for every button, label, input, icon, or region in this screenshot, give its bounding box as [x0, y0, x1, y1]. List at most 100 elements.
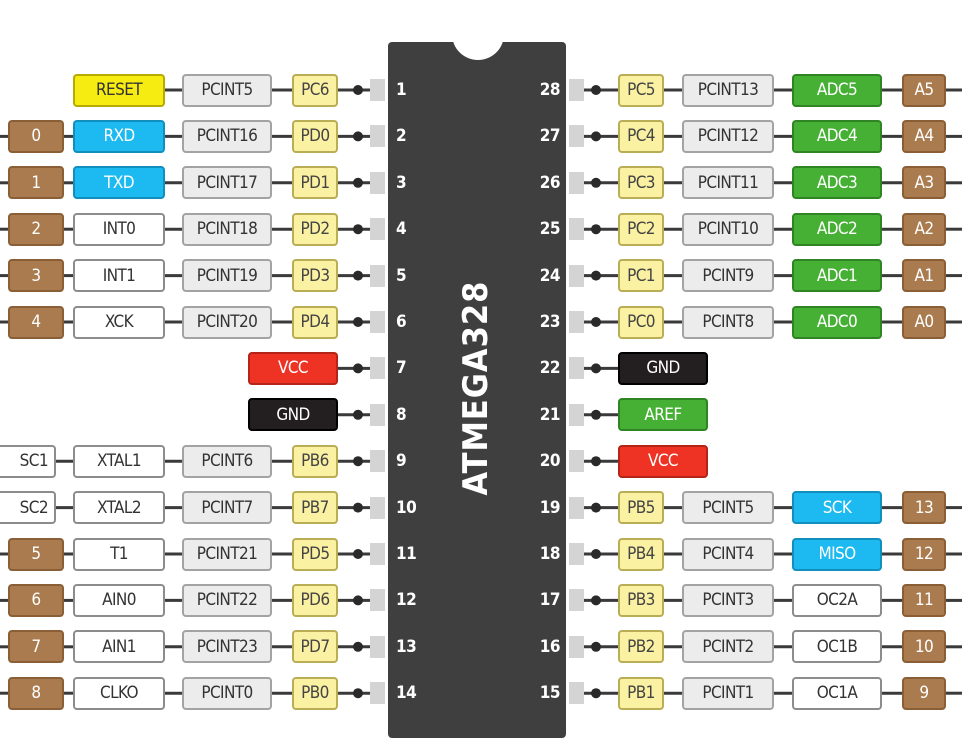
pin-number: 20	[539, 451, 561, 472]
pin-label-pb6: PB6	[292, 444, 338, 478]
pin-label-xck: XCK	[73, 305, 165, 339]
pin-pad	[569, 218, 584, 241]
pin-number: 3	[396, 172, 407, 193]
pin-number: 26	[539, 172, 561, 193]
pin-label-pd5: PD5	[292, 537, 338, 571]
pin-number: 7	[396, 358, 407, 379]
pin-pad	[370, 496, 385, 519]
pin-label-pb5: PB5	[618, 491, 664, 525]
pin-label-6: 6	[8, 583, 64, 617]
pin-label-pcint23: PCINT23	[182, 630, 272, 664]
pin-pad	[569, 403, 584, 426]
pin-label-pcint5: PCINT5	[182, 73, 272, 107]
pin-pad	[569, 357, 584, 380]
pin-label-vcc: VCC	[618, 444, 708, 478]
pin-label-a4: A4	[902, 119, 946, 153]
pin-number: 25	[539, 219, 561, 240]
pin-label-pcint22: PCINT22	[182, 583, 272, 617]
pin-label-a0: A0	[902, 305, 946, 339]
pin-pad	[569, 450, 584, 473]
pin-pad	[370, 682, 385, 705]
connector-dot	[353, 224, 363, 235]
pin-label-adc5: ADC5	[792, 73, 882, 107]
connector-dot	[591, 270, 601, 281]
chip-name: ATMEGA328	[456, 280, 496, 496]
pin-label-pc2: PC2	[618, 212, 664, 246]
pin-label-0: 0	[8, 119, 64, 153]
connector-dot	[591, 595, 601, 606]
pin-number: 18	[539, 544, 561, 564]
pin-number: 2	[396, 126, 407, 147]
pin-number: 9	[396, 451, 407, 472]
pin-label-adc1: ADC1	[792, 259, 882, 293]
pin-label-pd4: PD4	[292, 305, 338, 339]
pin-label-2: 2	[8, 212, 64, 246]
pin-number: 1	[396, 80, 407, 100]
connector-dot	[353, 177, 363, 188]
pin-label-clko: CLKO	[73, 676, 165, 710]
pin-label-gnd: GND	[618, 351, 708, 385]
connector-dot	[353, 688, 363, 699]
pin-label-3: 3	[8, 259, 64, 293]
pin-label-pcint0: PCINT0	[182, 676, 272, 710]
pin-number: 27	[539, 126, 561, 147]
pin-label-pcint6: PCINT6	[182, 444, 272, 478]
pin-pad	[370, 589, 385, 612]
pin-pad	[370, 125, 385, 148]
pin-number: 23	[539, 312, 561, 332]
pin-label-pd0: PD0	[292, 119, 338, 153]
pin-label-xtal2: XTAL2	[73, 491, 165, 525]
pin-label-rxd: RXD	[73, 119, 165, 153]
pin-number: 21	[539, 404, 561, 425]
connector-dot	[353, 641, 363, 652]
pin-label-adc0: ADC0	[792, 305, 882, 339]
pin-label-aref: AREF	[618, 398, 708, 432]
pin-label-pc0: PC0	[618, 305, 664, 339]
pin-label-pcint9: PCINT9	[682, 259, 774, 293]
pin-pad	[569, 311, 584, 333]
pin-pad	[370, 264, 385, 287]
pin-pad	[370, 311, 385, 333]
pin-label-adc4: ADC4	[792, 119, 882, 153]
pin-label-pcint1: PCINT1	[682, 676, 774, 710]
pin-label-pcint17: PCINT17	[182, 166, 272, 200]
pin-label-10: 10	[902, 630, 946, 664]
connector-dot	[353, 456, 363, 467]
pin-label-vcc: VCC	[248, 351, 338, 385]
pin-label-pd2: PD2	[292, 212, 338, 246]
pin-label-pcint12: PCINT12	[682, 119, 774, 153]
pin-pad	[370, 543, 385, 565]
pin-number: 15	[539, 683, 561, 704]
connector-dot	[591, 641, 601, 652]
connector-dot	[353, 85, 363, 95]
pin-label-pcint5: PCINT5	[682, 491, 774, 525]
pin-pad	[370, 357, 385, 380]
pin-number: 11	[396, 544, 417, 564]
pin-pad	[370, 450, 385, 473]
pin-pad	[569, 635, 584, 658]
pin-label-pcint21: PCINT21	[182, 537, 272, 571]
pin-number: 17	[539, 590, 561, 611]
connector-dot	[591, 409, 601, 420]
connector-dot	[591, 85, 601, 95]
pin-number: 19	[539, 497, 561, 518]
pin-label-a3: A3	[902, 166, 946, 200]
pin-label-pb0: PB0	[292, 676, 338, 710]
pin-label-oc1b: OC1B	[792, 630, 882, 664]
connector-dot	[353, 363, 363, 374]
pin-number: 13	[396, 636, 417, 657]
pin-label-ain1: AIN1	[73, 630, 165, 664]
pin-label-5: 5	[8, 537, 64, 571]
pin-label-adc2: ADC2	[792, 212, 882, 246]
connector-dot	[591, 177, 601, 188]
pin-pad	[569, 543, 584, 565]
pin-number: 14	[396, 683, 417, 704]
pin-label-pb2: PB2	[618, 630, 664, 664]
pin-label-t1: T1	[73, 537, 165, 571]
pin-label-pcint13: PCINT13	[682, 73, 774, 107]
pin-label-pb3: PB3	[618, 583, 664, 617]
pin-label-gnd: GND	[248, 398, 338, 432]
pin-label-pcint10: PCINT10	[682, 212, 774, 246]
pin-label-pcint11: PCINT11	[682, 166, 774, 200]
